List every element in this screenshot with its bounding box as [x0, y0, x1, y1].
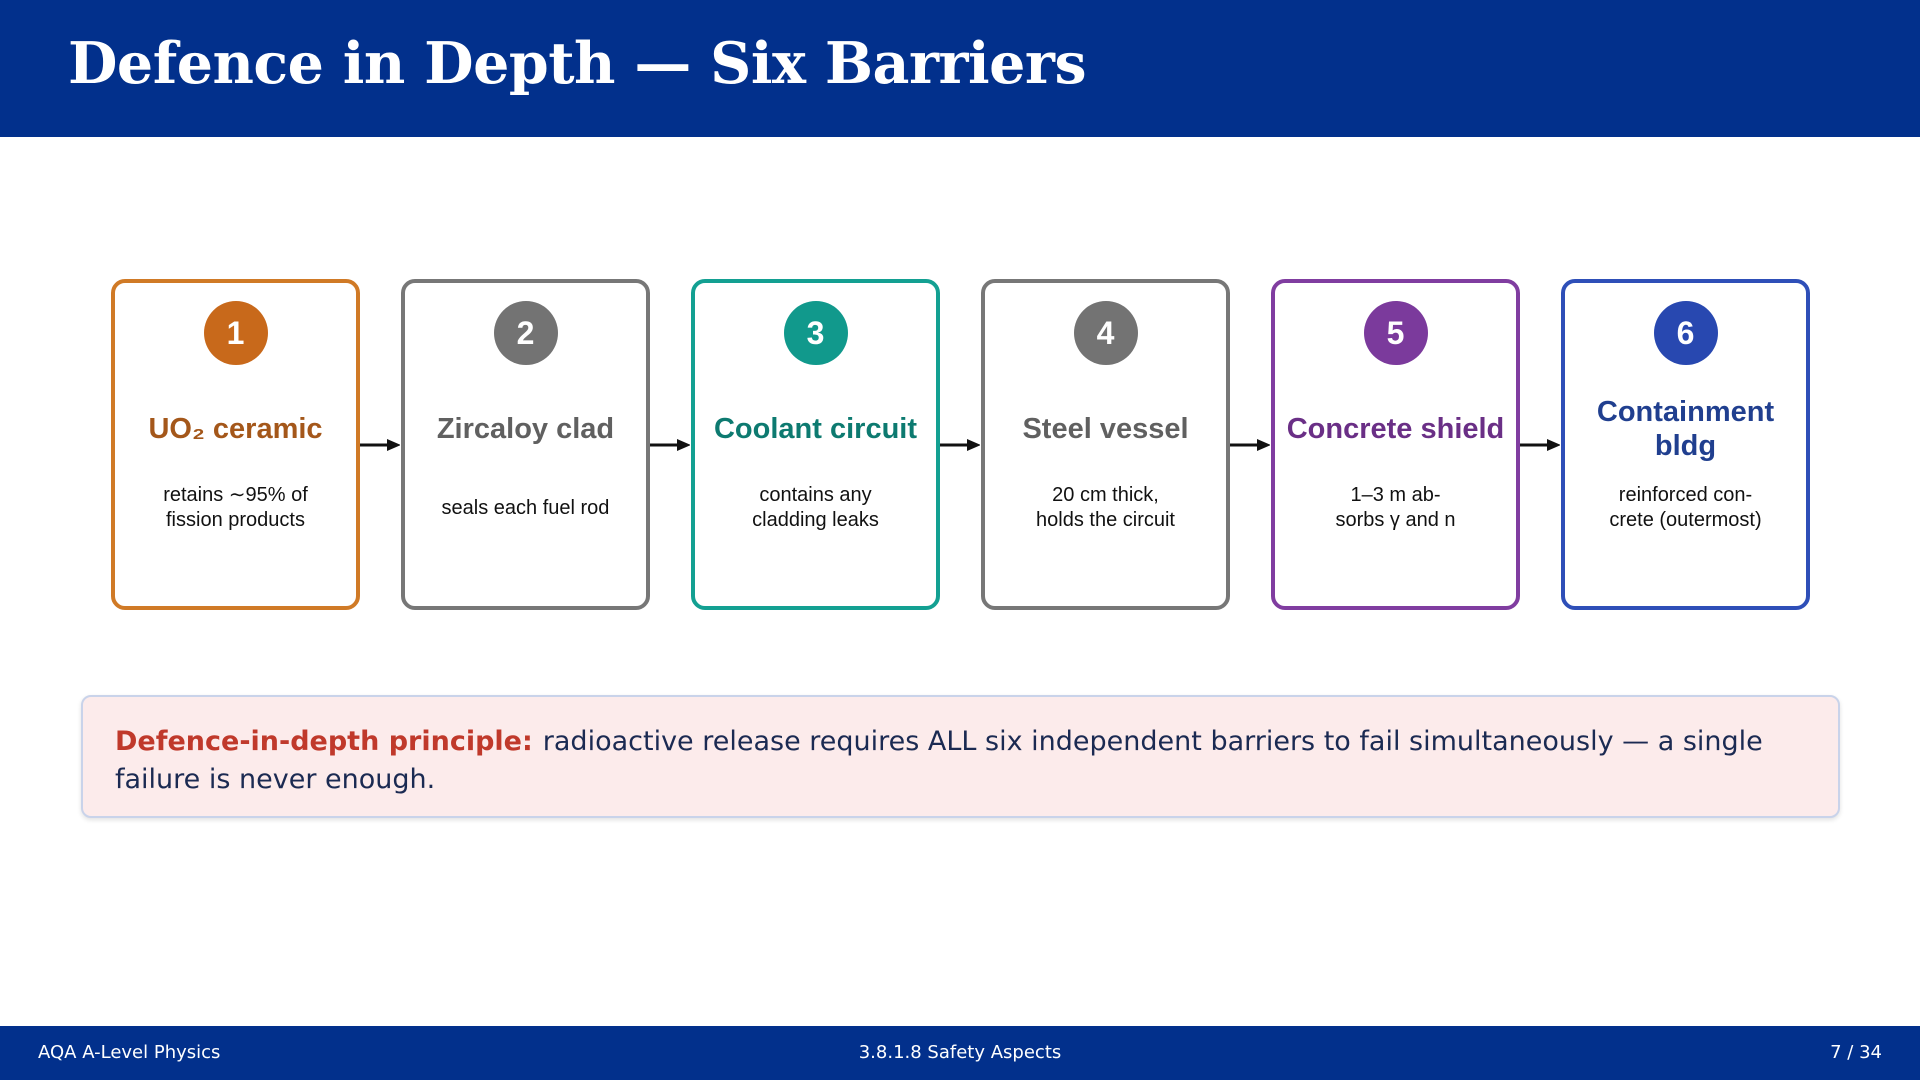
barrier-number-badge: 5: [1363, 301, 1428, 365]
barrier-description-line: holds the circuit: [1036, 509, 1175, 531]
barrier-title: Zircaloy clad: [409, 373, 642, 485]
barrier-title-line: bldg: [1654, 430, 1717, 462]
slide-header: Defence in Depth — Six Barriers: [0, 0, 1920, 137]
footer-course: AQA A-Level Physics: [38, 1042, 221, 1063]
barrier-title: Steel vessel: [989, 373, 1222, 485]
barrier-description: 20 cm thick, holds the circuit: [993, 463, 1218, 553]
barrier-number-badge: 3: [783, 301, 848, 365]
barrier-description-line: retains ∼95% of: [163, 484, 308, 506]
barrier-description: contains any cladding leaks: [703, 463, 928, 553]
callout-text-block: Defence-in-depth principle:radioactive r…: [115, 723, 1806, 799]
principle-callout: Defence-in-depth principle:radioactive r…: [81, 695, 1840, 818]
arrow-right-icon: [650, 439, 690, 451]
barrier-description-line: contains any: [759, 484, 872, 506]
barrier-description: retains ∼95% of fission products: [123, 463, 348, 553]
arrow-right-icon: [360, 439, 400, 451]
footer-page-number: 7 / 34: [1830, 1042, 1882, 1063]
arrow-right-icon: [1520, 439, 1560, 451]
arrow-right-icon: [1230, 439, 1270, 451]
barrier-description: seals each fuel rod: [413, 463, 638, 553]
barrier-number-badge: 1: [203, 301, 268, 365]
barrier-title-line: Coolant circuit: [713, 413, 917, 445]
barrier-description-line: fission products: [166, 509, 305, 531]
barrier-description-line: 1–3 m ab-: [1350, 484, 1441, 506]
barrier-description: reinforced con-crete (outermost): [1573, 463, 1798, 553]
barrier-title: Concrete shield: [1279, 373, 1512, 485]
barrier-number-badge: 2: [493, 301, 558, 365]
barrier-description-line: 20 cm thick,: [1052, 484, 1159, 506]
callout-lead: Defence-in-depth principle:: [115, 726, 533, 757]
barrier-title: UO₂ ceramic: [119, 373, 352, 485]
barrier-description-line: cladding leaks: [752, 509, 879, 531]
barrier-description-line: reinforced con-: [1618, 484, 1753, 506]
barrier-description: 1–3 m ab-sorbs γ and n: [1283, 463, 1508, 553]
barrier-title-line: UO₂ ceramic: [148, 413, 323, 445]
barrier-number-badge: 6: [1653, 301, 1718, 365]
barrier-title-line: Concrete shield: [1286, 413, 1505, 445]
barrier-title-line: Zircaloy clad: [436, 413, 615, 445]
footer-section: 3.8.1.8 Safety Aspects: [858, 1042, 1062, 1063]
barrier-description-line: seals each fuel rod: [441, 496, 610, 519]
barrier-title-line: Containment: [1596, 396, 1775, 428]
barrier-title: Coolant circuit: [699, 373, 932, 485]
slide-title: Defence in Depth — Six Barriers: [68, 30, 1087, 97]
arrow-right-icon: [940, 439, 980, 451]
callout-body: radioactive release requires ALL six ind…: [115, 726, 1763, 795]
slide-footer: AQA A-Level Physics 3.8.1.8 Safety Aspec…: [0, 1026, 1920, 1080]
barrier-number-badge: 4: [1073, 301, 1138, 365]
barrier-description-line: crete (outermost): [1609, 509, 1762, 531]
barrier-description-line: sorbs γ and n: [1335, 509, 1456, 531]
barrier-title-line: Steel vessel: [1022, 413, 1189, 445]
